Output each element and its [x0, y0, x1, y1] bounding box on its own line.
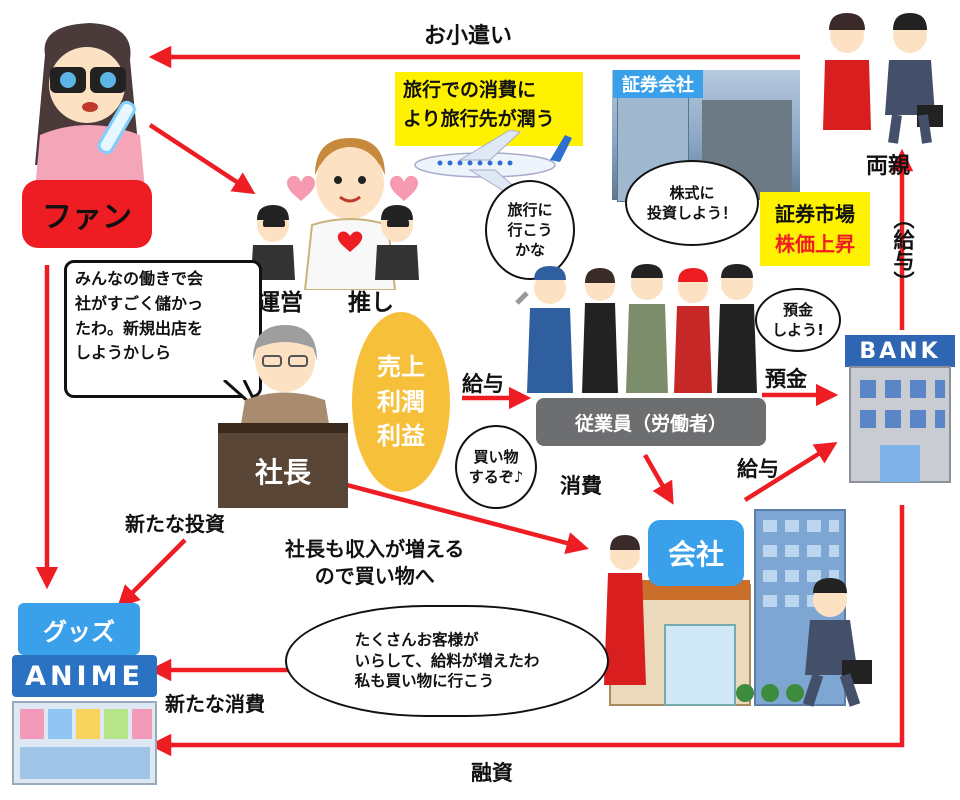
kaisha-buildings-illustration: [604, 509, 872, 707]
bank-sign-text: BANK: [859, 339, 941, 364]
ryokou-bubble: 旅行に 行こう かな: [485, 180, 575, 280]
ryoshin-illustration: [823, 13, 943, 144]
juugyouin-label: 従業員（労働者）: [536, 398, 766, 446]
shoken-ichiba-box: 証券市場 株価上昇: [760, 192, 870, 266]
label-ryoshin: 両親: [866, 154, 911, 179]
unei-staff-illustration: [251, 205, 419, 280]
anime-shop: ANIME: [12, 655, 157, 785]
arrow-kyuyo2: [743, 442, 838, 502]
label-oshi: 推し: [348, 290, 394, 316]
shacho-desk: 社長: [218, 423, 348, 508]
shoken-ichiba-text: 証券市場: [775, 202, 855, 226]
oshi-illustration: [286, 138, 419, 290]
kabuka-text: 株価上昇: [775, 232, 855, 256]
label-shinki-toushi: 新たな投資: [125, 512, 225, 536]
kaisha-label: 会社: [648, 520, 744, 586]
fan-box: ファン: [22, 180, 152, 248]
shoken-gaisha-label: 証券会社: [613, 70, 703, 98]
arrow-shohi: [643, 453, 674, 505]
bank-building-illustration: [845, 335, 955, 483]
anime-shop-sign: ANIME: [12, 655, 157, 697]
arrow-yuushi: [148, 505, 905, 757]
label-unei: 運営: [257, 290, 303, 316]
yokin-bubble: 預金 しよう!: [755, 288, 841, 352]
arrow-investment-goods: [117, 538, 187, 608]
kabushiki-bubble: 株式に 投資しよう！: [625, 160, 759, 246]
kaimono-bubble: 買い物 するぞ♪: [455, 425, 537, 509]
workers-illustration: [515, 264, 757, 393]
label-yokin: 預金: [765, 367, 807, 391]
arrow-shacho-kaisha: [327, 477, 589, 555]
label-kyuyo-vertical: （給与）: [891, 208, 915, 292]
uriage-oval: 売上 利潤 利益: [352, 312, 450, 492]
shacho-illustration: [240, 325, 330, 430]
label-kyuyo-1: 給与: [462, 372, 504, 396]
fan-girl-illustration: [35, 23, 145, 190]
label-shacho-kaimono: 社長も収入が増える ので買い物へ: [285, 537, 465, 588]
label-arata-shohi: 新たな消費: [165, 692, 265, 716]
label-shohi: 消費: [560, 474, 602, 498]
goods-label: グッズ: [18, 603, 140, 655]
ryokou-yellow-box: 旅行での消費に より旅行先が潤う: [395, 72, 583, 146]
shacho-speech-bubble: みんなの働きで会 社がすごく儲かっ たわ。新規出店を しようかしら: [64, 260, 262, 398]
anime-shop-sign-text: ANIME: [25, 660, 144, 692]
label-yuushi: 融資: [471, 761, 513, 785]
okyaku-bubble: たくさんお客様が いらして、給料が増えたわ 私も買い物に行こう: [285, 605, 609, 717]
label-okozukai: お小遣い: [424, 24, 513, 49]
arrow-fan-oshi: [148, 123, 256, 195]
label-kyuyo-2: 給与: [737, 457, 779, 481]
